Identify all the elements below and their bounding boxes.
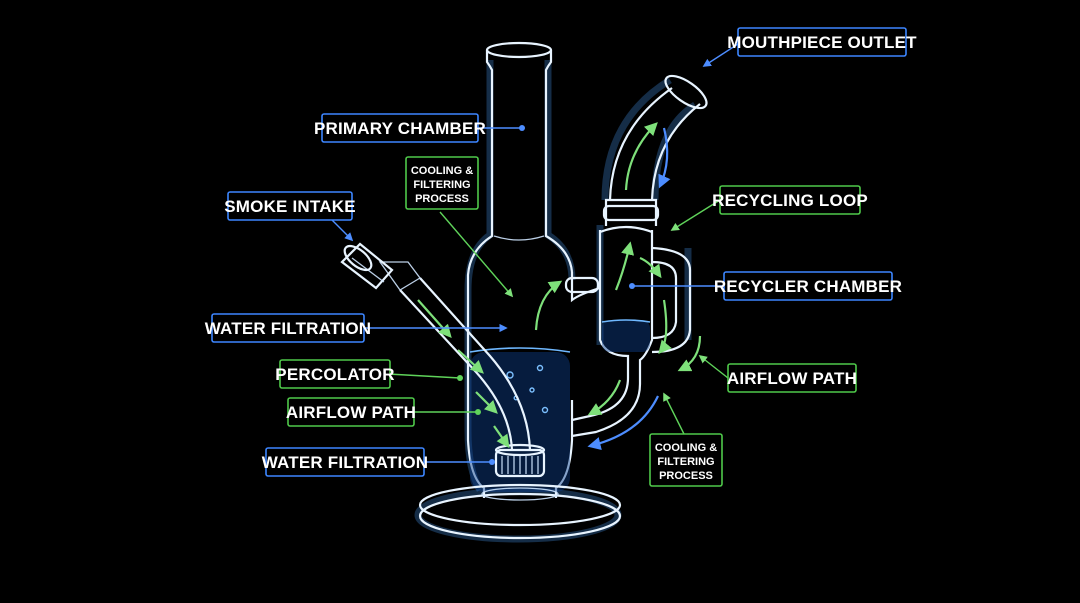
label-percolator: PERCOLATOR	[275, 359, 395, 389]
label-cooling-top: COOLING & FILTERING PROCESS	[405, 156, 479, 210]
label-text: SMOKE INTAKE	[224, 197, 355, 216]
label-text: PROCESS	[659, 470, 713, 482]
label-mouthpiece-outlet: MOUTHPIECE OUTLET	[727, 27, 917, 57]
label-recycling-loop: RECYCLING LOOP	[712, 185, 868, 215]
label-text: WATER FILTRATION	[205, 319, 372, 338]
label-recycler-chamber: RECYCLER CHAMBER	[714, 271, 902, 301]
base-flask	[418, 347, 622, 540]
label-text: RECYCLING LOOP	[712, 191, 868, 210]
flow-arrows	[417, 122, 702, 449]
label-text: FILTERING	[413, 179, 470, 191]
label-text: AIRFLOW PATH	[286, 403, 416, 422]
mouthpiece-neck	[602, 74, 708, 226]
label-text: PRIMARY CHAMBER	[314, 119, 486, 138]
label-text: PERCOLATOR	[275, 365, 394, 384]
label-airflow-path-right: AIRFLOW PATH	[727, 363, 857, 393]
label-text: COOLING &	[411, 165, 473, 177]
label-text: PROCESS	[415, 193, 469, 205]
label-text: COOLING &	[655, 442, 717, 454]
primary-tube	[466, 41, 574, 350]
recycler	[564, 225, 692, 438]
flow-arrows-blue	[587, 127, 671, 450]
label-water-filtration-lower: WATER FILTRATION	[262, 447, 429, 477]
label-smoke-intake: SMOKE INTAKE	[224, 191, 356, 221]
label-airflow-path-left: AIRFLOW PATH	[286, 397, 416, 427]
percolator	[494, 443, 546, 478]
label-text: FILTERING	[657, 456, 714, 468]
label-primary-chamber: PRIMARY CHAMBER	[314, 113, 486, 143]
label-text: WATER FILTRATION	[262, 453, 429, 472]
label-text: MOUTHPIECE OUTLET	[727, 33, 917, 52]
label-text: AIRFLOW PATH	[727, 369, 857, 388]
label-text: RECYCLER CHAMBER	[714, 277, 902, 296]
label-cooling-bottom: COOLING & FILTERING PROCESS	[649, 433, 723, 487]
label-water-filtration-upper: WATER FILTRATION	[205, 313, 372, 343]
leader-lines	[329, 43, 739, 465]
